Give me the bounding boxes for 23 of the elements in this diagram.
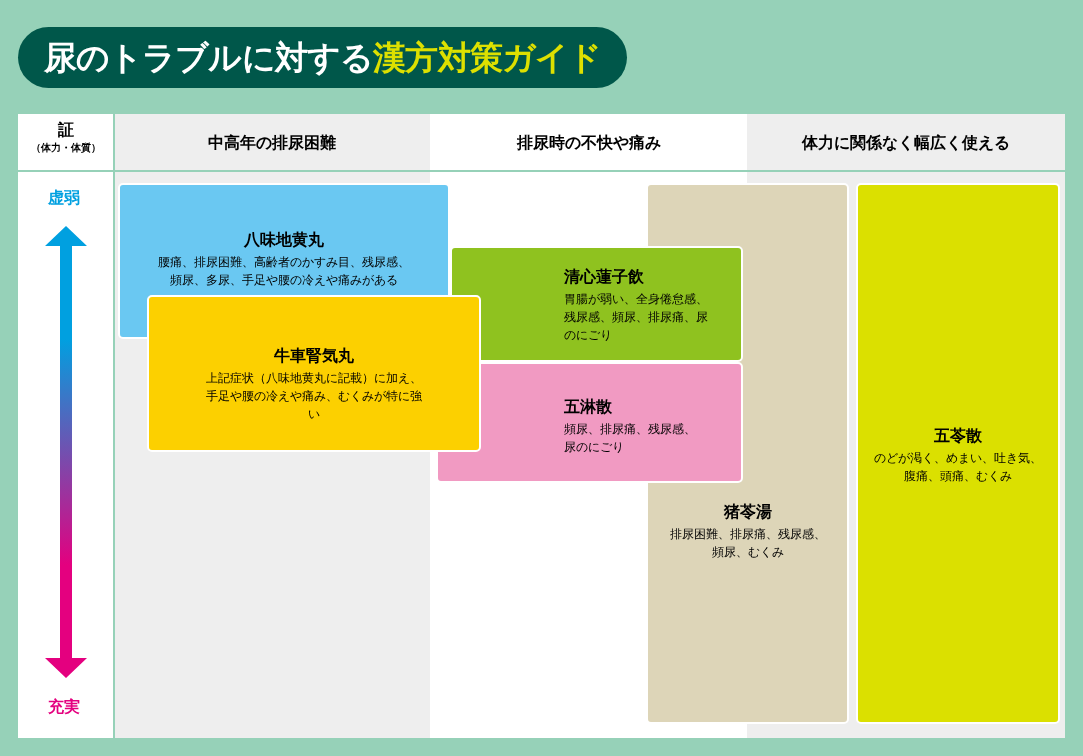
- symptom-text: 排尿困難、排尿痛、残尿感、頻尿、むくみ: [668, 526, 827, 561]
- remedy-box: [147, 295, 481, 452]
- symptom-text: のどが渇く、めまい、吐き気、腹痛、頭痛、むくみ: [873, 450, 1043, 485]
- column-header: 排尿時の不快や痛み: [515, 132, 662, 154]
- column-header: 中高年の排尿困難: [206, 132, 337, 154]
- column-header: 体力に関係なく幅広く使える: [800, 132, 1011, 154]
- remedy-box: [856, 183, 1060, 724]
- remedy-name: 猪苓湯: [722, 501, 773, 523]
- symptom-text: 頻尿、排尿痛、残尿感、尿のにごり: [564, 421, 697, 456]
- remedy-name: 五苓散: [933, 425, 983, 447]
- symptom-text: 腰痛、排尿困難、高齢者のかすみ目、残尿感、頻尿、多尿、手足や腰の冷えや痛みがある: [157, 254, 411, 289]
- axis-subheading: （体力・体質）: [30, 141, 101, 155]
- remedy-name: 八味地黄丸: [243, 229, 325, 251]
- axis-label: 虚弱: [48, 187, 80, 209]
- remedy-name: 牛車腎気丸: [273, 345, 355, 367]
- remedy-box: [450, 246, 743, 362]
- axis-heading: 証: [57, 120, 74, 140]
- symptom-text: 胃腸が弱い、全身倦怠感、残尿感、頻尿、排尿痛、尿のにごり: [564, 291, 709, 344]
- symptom-text: 上記症状（八味地黄丸に記載）に加え、手足や腰の冷えや痛み、むくみが特に強い: [205, 370, 423, 423]
- title-banner: 尿のトラブルに対する漢方対策ガイド: [18, 27, 627, 88]
- remedy-name: 清心蓮子飲: [564, 266, 645, 288]
- axis-label: 充実: [48, 696, 80, 718]
- remedy-name: 五淋散: [564, 396, 613, 418]
